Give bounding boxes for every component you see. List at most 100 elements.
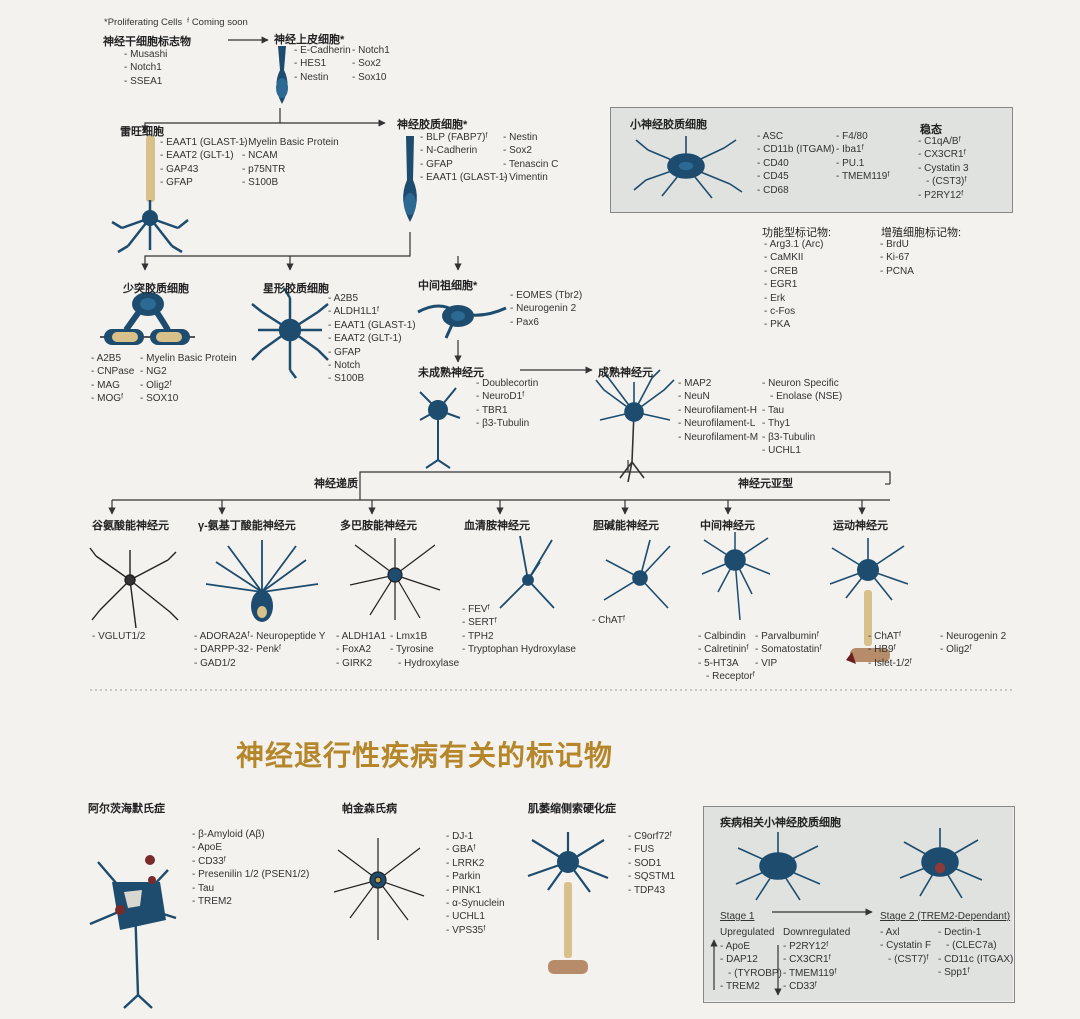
marker: Neurofilament-L [678, 417, 758, 430]
marker: CNPase [91, 365, 134, 378]
marker: BLP (FABP7)ᶠ [420, 131, 508, 144]
marker: β3-Tubulin [476, 417, 538, 430]
dam-stage2-label: Stage 2 (TREM2-Dependant) [880, 911, 1011, 922]
marker: FEVᶠ [462, 603, 576, 616]
marker: DJ-1 [446, 830, 505, 843]
cholinergic-neuron-icon [603, 539, 671, 609]
glial-markers-a: BLP (FABP7)ᶠ N-Cadherin GFAP EAAT1 (GLAS… [420, 131, 508, 185]
marker: Tau [762, 404, 842, 417]
marker: Neuropeptide Y [250, 630, 325, 643]
marker: ALDH1A1 [336, 630, 386, 643]
marker: Dectin-1 [938, 926, 1013, 939]
neuroepithelial-markers-a: E-Cadherin HES1 Nestin [294, 44, 351, 84]
intermediate-title: 中间祖细胞* [418, 280, 478, 292]
marker: Hydroxylase [390, 657, 459, 670]
marker: CD68 [757, 184, 835, 197]
marker: Tryptophan Hydroxylase [462, 643, 576, 656]
marker: β-Amyloid (Aβ) [192, 828, 309, 841]
dopaminergic-neuron-icon [349, 538, 441, 620]
marker: EAAT1 (GLAST-1) [160, 136, 248, 149]
dopaminergic-markers-b: Lmx1B Tyrosine Hydroxylase [390, 630, 459, 670]
marker: SQSTM1 [628, 870, 675, 883]
marker: UCHL1 [762, 444, 842, 457]
marker: Cystatin F [880, 939, 931, 952]
marker: NeuroD1ᶠ [476, 390, 538, 403]
marker: P2RY12ᶠ [783, 940, 837, 953]
marker: Vimentin [503, 171, 558, 184]
microglia-markers-c: C1qA/Bᶠ CX3CR1ᶠ Cystatin 3 (CST3)ᶠ P2RY1… [918, 135, 969, 202]
serotonergic-neuron-icon [499, 535, 555, 609]
marker: PKA [764, 318, 823, 331]
subtype-title-dopaminergic: 多巴胺能神经元 [340, 520, 417, 532]
cholinergic-markers: ChATᶠ [592, 614, 625, 627]
glial-title: 神经胶质细胞* [397, 119, 468, 131]
dam-downregulated-markers: P2RY12ᶠ CX3CR1ᶠ TMEM119ᶠ CD33ᶠ [783, 940, 837, 994]
marker: EAAT1 (GLAST-1) [420, 171, 508, 184]
astro-markers: A2B5 ALDH1L1ᶠ EAAT1 (GLAST-1) EAAT2 (GLT… [328, 292, 416, 386]
marker: TREM2 [192, 895, 309, 908]
marker: PU.1 [836, 157, 890, 170]
marker: MOGᶠ [91, 392, 134, 405]
oligo-markers-b: Myelin Basic Protein NG2 Olig2ᶠ SOX10 [140, 352, 237, 406]
neuroepithelial-title: 神经上皮细胞* [274, 34, 345, 46]
dam-stage1-label: Stage 1 [720, 911, 755, 922]
marker: E-Cadherin [294, 44, 351, 57]
marker: Enolase (NSE) [762, 390, 842, 403]
marker: Tyrosine [390, 643, 459, 656]
marker: TMEM119ᶠ [783, 967, 837, 980]
astrocyte-icon [251, 287, 329, 379]
marker: GBAᶠ [446, 843, 505, 856]
marker: NCAM [242, 149, 339, 162]
marker: C9orf72ᶠ [628, 830, 675, 843]
radial-cell-icon [111, 136, 189, 254]
als-neuron-icon [527, 832, 609, 974]
marker: Myelin Basic Protein [242, 136, 339, 149]
motor-markers-b: Neurogenin 2 Olig2ᶠ [940, 630, 1006, 657]
marker: GAP43 [160, 163, 248, 176]
marker: Receptorᶠ [698, 670, 755, 683]
marker: SERTᶠ [462, 616, 576, 629]
dam-stage2-markers-a: Axl Cystatin F (CST7)ᶠ [880, 926, 932, 966]
subtype-title-glutamatergic: 谷氨酸能神经元 [92, 520, 169, 532]
marker: TPH2 [462, 630, 576, 643]
serotonergic-markers: FEVᶠ SERTᶠ TPH2 Tryptophan Hydroxylase [462, 603, 576, 657]
immature-neuron-icon [419, 387, 461, 469]
marker: LRRK2 [446, 857, 505, 870]
marker: FUS [628, 843, 675, 856]
alzheimers-markers: β-Amyloid (Aβ) ApoE CD33ᶠ Presenilin 1/2… [192, 828, 310, 908]
marker: Thy1 [762, 417, 842, 430]
marker: CX3CR1ᶠ [918, 148, 969, 161]
microglia-title: 小神经胶质细胞 [630, 119, 707, 131]
marker: (TYROBP) [720, 967, 782, 980]
interneuron-markers-a: Calbindin Calretininᶠ 5-HT3A Receptorᶠ [698, 630, 755, 684]
marker: EOMES (Tbr2) [510, 289, 582, 302]
marker: Neurogenin 2 [940, 630, 1006, 643]
marker: SOX10 [140, 392, 237, 405]
marker: Nestin [294, 71, 351, 84]
marker: Doublecortin [476, 377, 538, 390]
stem-marker: SSEA1 [124, 75, 167, 88]
marker: ALDH1L1ᶠ [328, 305, 416, 318]
mature-markers-b: Neuron Specific Enolase (NSE) Tau Thy1 β… [762, 377, 842, 457]
oligodendrocyte-icon [100, 292, 195, 345]
marker: ChATᶠ [868, 630, 912, 643]
marker: Islet-1/2ᶠ [868, 657, 912, 670]
marker: GFAP [420, 158, 508, 171]
marker: NG2 [140, 365, 237, 378]
subtype-title-motor: 运动神经元 [833, 520, 888, 532]
radial-title: 雷旺细胞 [120, 126, 164, 138]
marker: (CLEC7a) [938, 939, 1013, 952]
marker: CD11b (ITGAM) [757, 143, 835, 156]
marker: S100B [328, 372, 416, 385]
immature-title: 未成熟神经元 [418, 367, 484, 379]
marker: HB9ᶠ [868, 643, 912, 656]
marker: Neurofilament-M [678, 431, 758, 444]
marker: PINK1 [446, 884, 505, 897]
oligo-markers-a: A2B5 CNPase MAG MOGᶠ [91, 352, 135, 406]
marker: SOD1 [628, 857, 675, 870]
intermediate-markers: EOMES (Tbr2) Neurogenin 2 Pax6 [510, 289, 582, 329]
immature-markers: Doublecortin NeuroD1ᶠ TBR1 β3-Tubulin [476, 377, 538, 431]
marker: DARPP-32 [194, 643, 250, 656]
marker: GFAP [328, 346, 416, 359]
glutamatergic-neuron-icon [89, 547, 179, 629]
